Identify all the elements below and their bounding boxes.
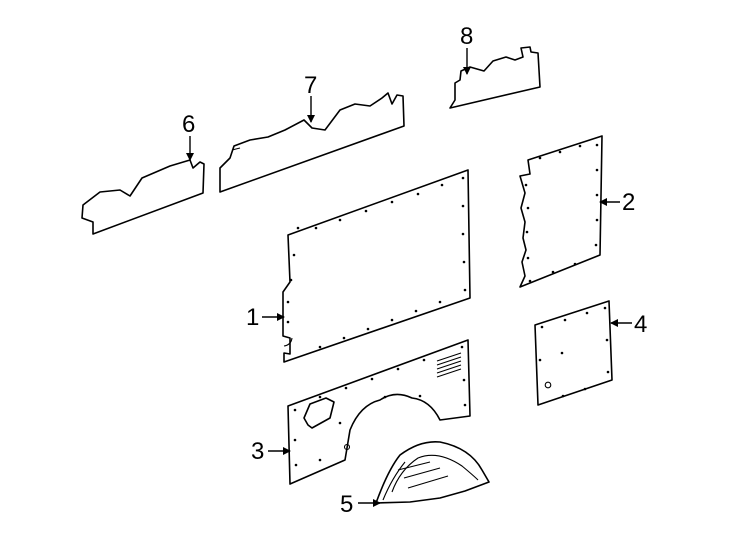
part-3-panel[interactable] [287,339,471,485]
part-8-panel[interactable] [449,46,541,109]
part-6-panel[interactable] [81,159,205,235]
part-1-panel[interactable] [282,169,471,363]
part-4-panel[interactable] [534,300,613,406]
callout-6: 6 [182,111,195,138]
callout-3: 3 [251,438,264,465]
callout-7: 7 [304,72,317,99]
part-5-panel[interactable] [375,440,490,504]
callout-8: 8 [460,23,473,50]
part-7-panel[interactable] [219,92,405,193]
part-2-panel[interactable] [519,135,603,288]
callout-2: 2 [622,189,635,216]
callout-5: 5 [340,491,353,518]
callout-1: 1 [246,304,259,331]
callout-4: 4 [634,311,647,338]
